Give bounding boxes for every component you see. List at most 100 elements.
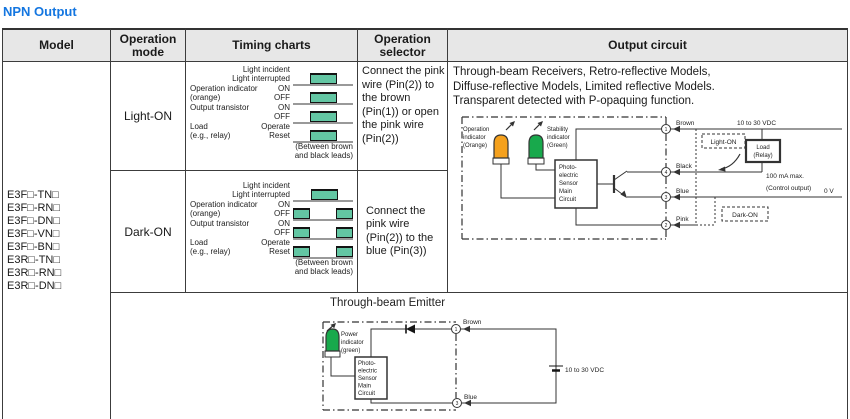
svg-text:3: 3 xyxy=(665,195,668,201)
model-item: E3F□-RN□ xyxy=(7,201,61,214)
svg-text:Main: Main xyxy=(559,189,572,195)
header-timing-charts: Timing charts xyxy=(186,28,358,62)
power-indicator-led xyxy=(324,323,341,358)
model-item: E3F□-TN□ xyxy=(7,188,59,201)
model-list: E3F□-TN□ E3F□-RN□ E3F□-DN□ E3F□-VN□ E3F□… xyxy=(2,62,111,419)
battery-symbol xyxy=(549,365,563,372)
current-arrow xyxy=(718,153,741,172)
model-item: E3F□-DN□ xyxy=(7,214,61,227)
selector-dark-on: Connect the pink wire (Pin(2)) to the bl… xyxy=(358,171,448,293)
svg-text:Dark-ON: Dark-ON xyxy=(732,212,758,219)
model-item: E3F□-VN□ xyxy=(7,227,60,240)
svg-text:electric: electric xyxy=(358,369,377,375)
brown-wire-label: Brown xyxy=(676,120,695,127)
header-operation-mode: Operation mode xyxy=(111,28,186,62)
svg-text:4: 4 xyxy=(665,170,668,176)
emitter-circuit-diagram: Power indicator (green) Photo- electric … xyxy=(322,319,604,411)
svg-text:2: 2 xyxy=(665,223,668,229)
pink-wire-label: Pink xyxy=(676,216,689,223)
header-output-circuit: Output circuit xyxy=(448,28,848,62)
waveform xyxy=(293,207,353,221)
header-model: Model xyxy=(2,28,111,62)
internal-wires xyxy=(500,128,666,226)
control-output-label: (Control output) xyxy=(766,185,811,192)
svg-text:1: 1 xyxy=(455,327,458,333)
selector-light-on: Connect the pink wire (Pin(2)) to the br… xyxy=(358,62,448,171)
svg-text:Circuit: Circuit xyxy=(559,197,576,203)
svg-text:Photo-: Photo- xyxy=(358,361,376,367)
waveform xyxy=(293,129,353,143)
model-item: E3F□-BN□ xyxy=(7,240,60,253)
svg-text:(Orange): (Orange) xyxy=(463,143,487,149)
stability-indicator-led xyxy=(527,121,545,165)
npn-transistor xyxy=(612,170,662,198)
svg-text:Photo-: Photo- xyxy=(559,165,577,171)
model-item: E3R□-TN□ xyxy=(7,253,61,266)
blue-wire-label: Blue xyxy=(464,394,477,401)
waveform xyxy=(293,72,353,86)
zero-volt-label: 0 V xyxy=(824,188,834,195)
terminal-pins: 1 3 xyxy=(451,324,462,408)
svg-text:electric: electric xyxy=(559,173,578,179)
wire-arrows xyxy=(673,125,680,229)
waveform xyxy=(293,226,353,240)
timing-chart-light-on: Light incident Light interrupted Operati… xyxy=(186,62,358,171)
page-title: NPN Output xyxy=(3,4,77,19)
dark-on-box xyxy=(721,206,769,222)
timing-signal-light: Light incident Light interrupted xyxy=(190,181,357,202)
mode-light-on: Light-ON xyxy=(111,62,186,171)
selector-dotted-paths xyxy=(695,129,716,226)
svg-text:Load: Load xyxy=(756,145,769,151)
waveform xyxy=(293,188,353,202)
header-operation-selector: Operation selector xyxy=(358,28,448,62)
timing-chart-dark-on: Light incident Light interrupted Operati… xyxy=(186,171,358,293)
main-circuit-box: Photo- electric Sensor Main Circuit xyxy=(554,159,598,209)
waveform xyxy=(293,91,353,105)
svg-text:Sensor: Sensor xyxy=(559,181,578,187)
output-circuit-cell: Through-beam Receivers, Retro-reflective… xyxy=(448,62,848,293)
timing-footnote: (Between brown and black leads) xyxy=(294,258,353,276)
terminal-pins: 1 4 3 2 xyxy=(661,124,671,230)
emitter-row: Through-beam Emitter xyxy=(111,293,848,419)
svg-text:1: 1 xyxy=(665,127,668,133)
svg-text:Circuit: Circuit xyxy=(358,391,375,397)
waveform xyxy=(293,110,353,124)
svg-text:(green): (green) xyxy=(341,348,360,354)
svg-text:indicator: indicator xyxy=(341,340,364,346)
timing-signal-light: Light incident Light interrupted xyxy=(190,65,357,86)
wire-arrows xyxy=(463,325,471,407)
sensor-enclosure-border xyxy=(461,116,667,240)
output-circuit-description: Through-beam Receivers, Retro-reflective… xyxy=(453,66,715,107)
power-indicator-label: Power xyxy=(341,332,358,338)
current-label: 100 mA max. xyxy=(766,173,804,180)
svg-text:3: 3 xyxy=(456,401,459,407)
model-item: E3R□-DN□ xyxy=(7,279,62,292)
mode-dark-on: Dark-ON xyxy=(111,171,186,293)
load-relay-box: Load (Relay) xyxy=(744,138,782,164)
diode xyxy=(405,324,415,334)
svg-text:(Relay): (Relay) xyxy=(753,153,772,159)
waveform xyxy=(293,245,353,259)
svg-text:Main: Main xyxy=(358,384,371,390)
external-wires xyxy=(670,128,842,226)
model-item: E3R□-RN□ xyxy=(7,266,62,279)
operation-indicator-led xyxy=(492,121,515,165)
svg-text:Light-ON: Light-ON xyxy=(710,139,736,146)
stability-indicator-label: Stability xyxy=(547,127,568,133)
svg-text:indicator: indicator xyxy=(547,135,570,141)
supply-voltage-label: 10 to 30 VDC xyxy=(737,120,776,127)
timing-footnote: (Between brown and black leads) xyxy=(294,142,353,160)
svg-text:indicator: indicator xyxy=(463,135,486,141)
spec-table: Model Operation mode Timing charts Opera… xyxy=(2,28,848,419)
receiver-circuit-diagram: Operation indicator (Orange) Stability i… xyxy=(461,116,842,240)
emitter-enclosure-border xyxy=(322,321,457,411)
blue-wire-label: Blue xyxy=(676,188,689,195)
supply-voltage-label: 10 to 30 VDC xyxy=(565,367,604,374)
main-circuit-box: Photo- electric Sensor Main Circuit xyxy=(354,356,388,400)
